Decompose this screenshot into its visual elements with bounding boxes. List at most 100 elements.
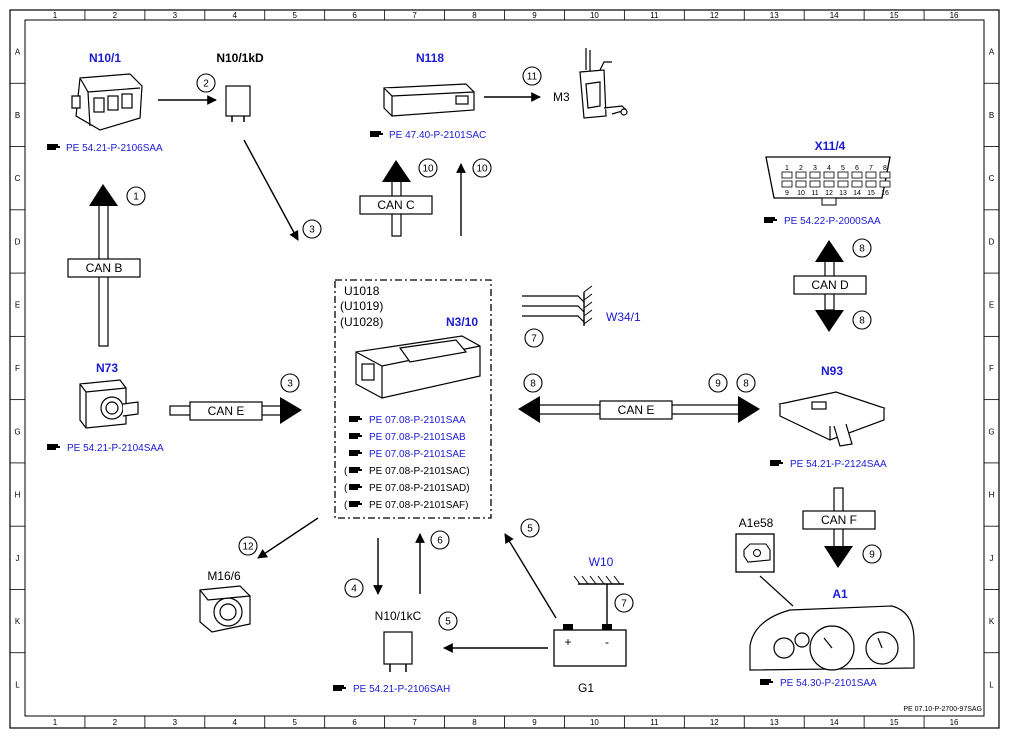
can-e-left-label: CAN E [208, 404, 245, 418]
can-b-label: CAN B [86, 261, 123, 275]
row-letter: B [989, 111, 994, 120]
arrow-to-m16-6 [257, 517, 319, 559]
can-f-bus: CAN F [802, 487, 876, 568]
battery-minus: - [605, 635, 609, 649]
x11-4-label: X11/4 [815, 139, 846, 153]
reference-icon [349, 450, 362, 456]
row-letter: F [989, 364, 994, 373]
battery-icon [553, 629, 627, 667]
svg-text:1: 1 [133, 192, 139, 203]
variant-3: (U1028) [340, 315, 383, 329]
n3-10-component: U1018 (U1019) (U1028) N3/10 PE 07.08-P-2… [334, 279, 492, 519]
callout-number: 10 [418, 158, 438, 178]
arrow-g1-to-n3-10 [504, 533, 557, 619]
pin-number: 11 [811, 190, 818, 197]
gateway-module-icon [778, 391, 886, 447]
svg-text:8: 8 [530, 379, 536, 390]
n3-10-label: N3/10 [446, 315, 478, 329]
a1e58-label: A1e58 [739, 516, 774, 530]
x11-4-ref[interactable]: PE 54.22-P-2000SAA [784, 216, 881, 227]
svg-text:3: 3 [309, 225, 315, 236]
row-letter: D [989, 237, 995, 246]
n10-1kc-ref[interactable]: PE 54.21-P-2106SAH [353, 684, 450, 695]
relay-icon [225, 85, 251, 117]
n10-1-label: N10/1 [89, 51, 121, 65]
pin-slot [795, 180, 807, 188]
callout-number: 2 [196, 73, 216, 93]
n93-ref[interactable]: PE 54.21-P-2124SAA [790, 459, 887, 470]
n3-10-ref[interactable]: PE 07.08-P-2101SAD) [369, 483, 470, 494]
row-letter: L [989, 680, 994, 689]
n3-10-ref[interactable]: PE 07.08-P-2101SAC) [369, 466, 470, 477]
column-number: 15 [890, 718, 899, 727]
column-number: 13 [770, 718, 779, 727]
n3-10-ref[interactable]: PE 07.08-P-2101SAA [369, 415, 466, 426]
n118-ref[interactable]: PE 47.40-P-2101SAC [389, 130, 486, 141]
ecu-icon [355, 335, 481, 399]
column-number: 8 [472, 718, 477, 727]
n118-component: N118 PE 47.40-P-2101SAC [370, 51, 486, 141]
row-letter: J [990, 554, 994, 563]
callout-number: 3 [302, 219, 322, 239]
pin-number: 2 [799, 165, 803, 172]
column-number: 11 [650, 11, 659, 20]
pin-number: 14 [853, 190, 861, 197]
w10-component: W10 [573, 555, 624, 624]
row-letter: E [989, 301, 994, 310]
can-c-bus: CAN C [359, 160, 433, 237]
n3-10-ref[interactable]: PE 07.08-P-2101SAF) [369, 500, 469, 511]
n73-ref[interactable]: PE 54.21-P-2104SAA [67, 443, 164, 454]
n118-label: N118 [416, 51, 444, 65]
reference-icon [349, 484, 362, 490]
svg-text:3: 3 [287, 379, 293, 390]
column-number: 16 [950, 11, 959, 20]
svg-text:8: 8 [859, 244, 865, 255]
a1-component: A1 PE 54.30-P-2101SAA [749, 575, 915, 689]
reference-icon [349, 416, 362, 422]
column-number: 15 [890, 11, 899, 20]
n10-1kd-component: N10/1kD [216, 51, 264, 122]
column-number: 7 [412, 718, 417, 727]
a1-ref[interactable]: PE 54.30-P-2101SAA [780, 678, 877, 689]
row-letter: D [15, 237, 21, 246]
reference-icon [760, 679, 773, 685]
n10-1kc-label: N10/1kC [375, 609, 422, 623]
n3-10-ref[interactable]: PE 07.08-P-2101SAB [369, 432, 466, 443]
callout-number: 8 [852, 310, 872, 330]
row-letter: E [15, 301, 20, 310]
w34-1-component: W34/1 [522, 285, 641, 326]
n10-1-ref[interactable]: PE 54.21-P-2106SAA [66, 143, 163, 154]
svg-text:2: 2 [203, 79, 209, 90]
pin-number: 12 [825, 190, 833, 197]
column-number: 14 [830, 11, 839, 20]
pin-slot [837, 180, 849, 188]
can-e-left-bus: CAN E [169, 397, 302, 424]
reference-icon [349, 467, 362, 473]
column-number: 3 [173, 11, 178, 20]
column-number: 4 [233, 11, 238, 20]
column-number: 2 [113, 718, 118, 727]
pin-slot [879, 180, 891, 188]
pin-slot [809, 180, 821, 188]
m3-component: M3 [553, 48, 628, 119]
can-c-label: CAN C [377, 198, 415, 212]
svg-text:10: 10 [422, 164, 434, 175]
paren-open: ( [344, 483, 348, 494]
svg-text:10: 10 [476, 164, 488, 175]
svg-text:6: 6 [437, 536, 443, 547]
can-d-label: CAN D [811, 278, 849, 292]
pin-number: 5 [841, 165, 845, 172]
a1-label: A1 [832, 587, 848, 601]
n3-10-ref[interactable]: PE 07.08-P-2101SAE [369, 449, 466, 460]
pin-slot [795, 171, 807, 179]
column-number: 6 [352, 11, 357, 20]
pin-slot [837, 171, 849, 179]
paren-open: ( [344, 500, 348, 511]
row-letter: K [989, 617, 995, 626]
column-number: 16 [950, 718, 959, 727]
pin-slot [823, 171, 835, 179]
row-letter: C [989, 174, 995, 183]
reference-icon [764, 217, 777, 223]
pin-number: 13 [839, 190, 847, 197]
